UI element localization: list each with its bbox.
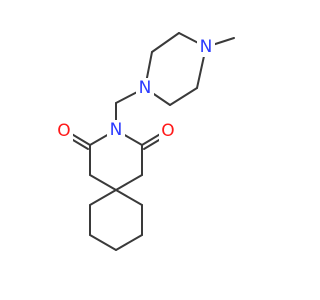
atom-n-benzyl: N — [136, 78, 154, 98]
bond-pip-5 — [169, 87, 198, 106]
bond-cyclo-1 — [89, 189, 117, 206]
atom-o-left-label: O — [57, 121, 70, 141]
atom-n-imide-bg — [107, 120, 125, 140]
bond-cyclo-4 — [115, 234, 143, 251]
bond-cyclo-3 — [89, 234, 117, 251]
atom-o-right-label: O — [161, 121, 174, 141]
atom-n-imide: N — [107, 120, 125, 140]
bond-layer — [62, 32, 235, 251]
atom-o-right-bg — [159, 121, 177, 141]
bond-imide-3 — [89, 174, 117, 191]
atom-n-benzyl-bg — [136, 78, 154, 98]
atom-o-left-bg — [55, 121, 73, 141]
atom-n-methyl-bg — [197, 37, 215, 57]
bond-pip-2 — [151, 32, 180, 53]
atom-n-methyl-label: N — [200, 37, 213, 57]
molecule-structure-diagram: N N N O O — [55, 32, 235, 251]
atom-o-left: O — [55, 121, 73, 141]
atom-o-right: O — [159, 121, 177, 141]
atom-n-benzyl-label: N — [139, 78, 152, 98]
atom-n-methyl: N — [197, 37, 215, 57]
bond-cyclo-6 — [115, 189, 143, 206]
atom-n-imide-label: N — [110, 120, 123, 140]
atom-label-layer: N N N O O — [55, 37, 215, 141]
bond-imide-4 — [115, 174, 143, 191]
